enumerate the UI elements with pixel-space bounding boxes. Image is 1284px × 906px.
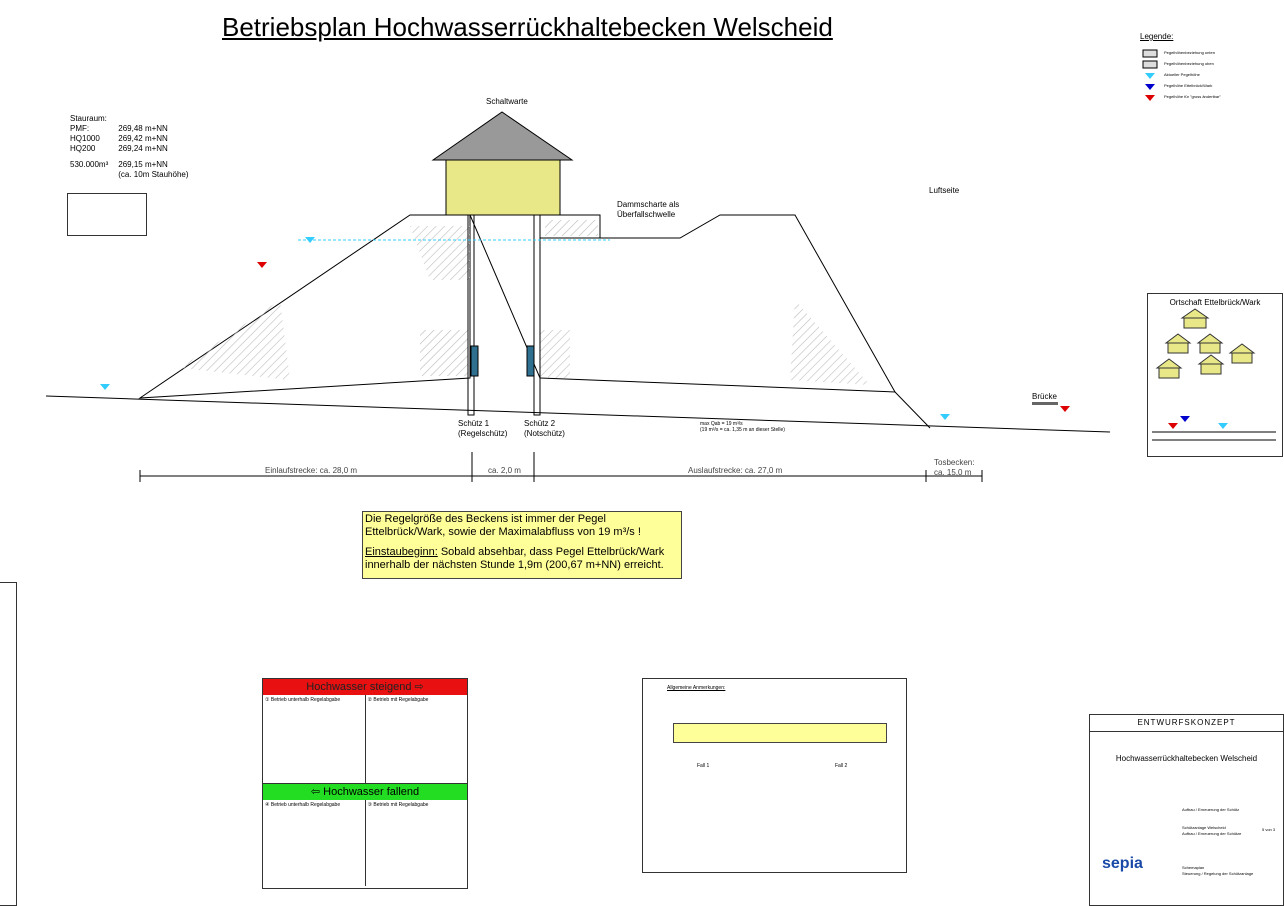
- tb-line: Schemaplan: [1182, 865, 1205, 870]
- stauraum-heading: Stauraum:: [70, 114, 107, 123]
- banner-steigend: Hochwasser steigend ⇨: [263, 679, 467, 695]
- shaft-2: [533, 214, 541, 416]
- fall-2-label: Fall 2: [835, 763, 848, 769]
- note-line: innerhalb der nächsten Stunde 1,9m (200,…: [365, 559, 664, 571]
- ortschaft-heading: Ortschaft Ettelbrück/Wark: [1169, 298, 1261, 307]
- page-title: Betriebsplan Hochwasserrückhaltebecken W…: [222, 12, 833, 42]
- small-info-box: [67, 193, 147, 236]
- ground-line: [45, 395, 1111, 433]
- notes-panel: Allgemeine Anmerkungen: Fall 1 Fall 2: [642, 678, 907, 873]
- dim-mitte: ca. 2,0 m: [488, 466, 521, 475]
- control-rule-note: Die Regelgröße des Beckens ist immer der…: [362, 511, 682, 579]
- note-line: Die Regelgröße des Beckens ist immer der…: [365, 513, 606, 525]
- note-line: Einstaubeginn: Sobald absehbar, dass Peg…: [365, 546, 679, 559]
- note-line: Ettelbrück/Wark, sowie der Maximalabflus…: [365, 526, 641, 538]
- notes-highlight: [673, 723, 887, 743]
- tb-line: Aufbau / Erneuerung der Schütze: [1182, 831, 1242, 836]
- legend-heading: Legende:: [1140, 32, 1174, 41]
- gate-2: [526, 345, 535, 377]
- right-embankment: [539, 214, 896, 393]
- bridge: [1032, 402, 1058, 405]
- legend-item: Pegelhöhenbeziehung oben: [1164, 61, 1214, 66]
- title-block: ENTWURFSKONZEPT Hochwasserrückhaltebecke…: [1089, 714, 1284, 906]
- houses: [1155, 308, 1256, 379]
- tb-line: Steuerung / Regelung der Schützanlage: [1182, 871, 1254, 876]
- label-bruecke: Brücke: [1032, 392, 1057, 401]
- step-3: ③ Betrieb mit Regelabgabe: [367, 802, 429, 808]
- tb-line: Aufbau / Erneuerung der Schütz: [1182, 807, 1240, 812]
- legend-item: Pegelhöhe für "gross ändertbar": [1164, 94, 1221, 99]
- label-schaltwarte: Schaltwarte: [486, 97, 528, 106]
- notes-heading: Allgemeine Anmerkungen:: [667, 685, 726, 691]
- label-schuetz-2: Schütz 2 (Notschütz): [524, 419, 565, 438]
- einstau-label: Einstaubeginn:: [365, 546, 438, 558]
- tb-line: Schützanlage Welscheid: [1182, 825, 1226, 830]
- step-2: ② Betrieb mit Regelabgabe: [367, 697, 429, 703]
- legend-item: Pegelhöhe Ettelbrück/Wark: [1164, 83, 1213, 88]
- company-logo: sepia: [1102, 855, 1143, 872]
- dim-tosbecken: Tosbecken: ca. 15,0 m: [934, 458, 975, 477]
- gate-1: [470, 345, 479, 377]
- title-block-header: ENTWURFSKONZEPT: [1090, 715, 1283, 732]
- dim-auslauf: Auslaufstrecke: ca. 27,0 m: [688, 466, 783, 475]
- label-max-flow: max Qab = 19 m³/s (19 m³/s = ca. 1,35 m …: [700, 421, 785, 433]
- step-4: ④ Betrieb unterhalb Regelabgabe: [263, 800, 366, 886]
- left-margin-frame: [0, 582, 17, 906]
- legend-item: Aktueller Pegelhöhe: [1164, 72, 1200, 77]
- einstau-text: Sobald absehbar, dass Pegel Ettelbrück/W…: [437, 546, 665, 558]
- label-luftseite: Luftseite: [929, 186, 960, 195]
- operation-panel: Hochwasser steigend ⇨ ① Betrieb unterhal…: [262, 678, 468, 889]
- legend: Legende: Pegelhöhenbeziehung unten Pegel…: [1140, 32, 1270, 102]
- legend-item: Pegelhöhenbeziehung unten: [1164, 50, 1215, 55]
- control-house: [445, 159, 561, 216]
- step-1: ① Betrieb unterhalb Regelabgabe: [263, 695, 366, 783]
- dim-einlauf: Einlaufstrecke: ca. 28,0 m: [265, 466, 358, 475]
- banner-fallend: ⇦ Hochwasser fallend: [263, 784, 467, 800]
- title-block-project: Hochwasserrückhaltebecken Welscheid: [1115, 754, 1258, 763]
- control-house-roof: [431, 111, 574, 161]
- ortschaft-box: Ortschaft Ettelbrück/Wark: [1147, 293, 1283, 457]
- label-schuetz-1: Schütz 1 (Regelschütz): [458, 419, 508, 438]
- tb-sheet: 5 von 3: [1262, 827, 1276, 832]
- legend-symbols: [1142, 49, 1158, 101]
- label-dammscharte: Dammscharte als Überfallschwelle: [617, 200, 680, 219]
- fall-1-label: Fall 1: [697, 763, 710, 769]
